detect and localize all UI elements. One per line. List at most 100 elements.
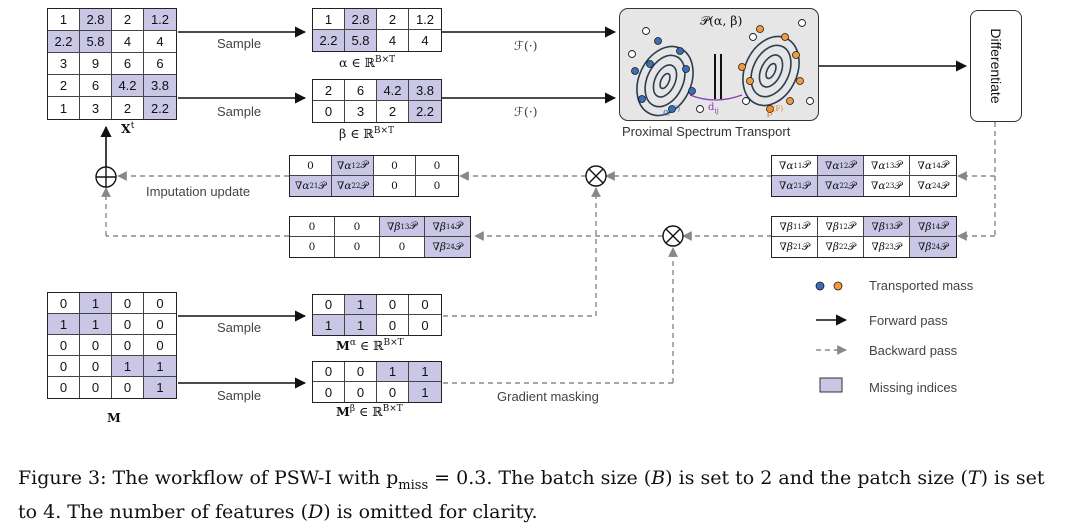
matrix-cell: 1 [313,9,345,30]
legend-icons [815,281,848,393]
legend-forward-pass: Forward pass [869,313,948,328]
matrix-cell: 0 [374,176,416,196]
matrix-cell: 3.8 [144,75,176,97]
matrix-cell: 2.2 [409,101,441,122]
matrix-cell: 3 [80,97,112,119]
legend-backward-pass: Backward pass [869,343,958,358]
pst-caption: Proximal Spectrum Transport [622,124,791,139]
dij-label: dij [708,102,719,115]
forward-arrows [100,26,968,389]
plus-node-icon [95,166,117,188]
matrix-cell: 0 [335,237,380,257]
matrix-cell: 0 [313,362,345,382]
imputation-update-label: Imputation update [146,184,251,199]
figure-caption: Figure 3: The workflow of PSW-I with pmi… [18,467,1045,523]
matrix-cell: 0 [144,335,176,356]
matrix-cell: 1 [313,315,345,335]
matrix-cell: 6 [80,75,112,97]
matrix-cell: 2 [48,75,80,97]
matrix-cell: 1.2 [144,9,176,31]
matrix-cell: 0 [48,335,80,356]
matrix-cell: 9 [80,53,112,75]
multiply-node-icon [585,165,607,187]
matrix-cell: 0 [144,293,176,314]
proximal-spectrum-transport-panel: 𝒫(α, β) α(F) dij β(F) [619,8,819,121]
matrix-cell: 2 [313,80,345,101]
matrix-cell: 1 [80,314,112,335]
differentiate-label: Differentiate [988,28,1004,104]
matrix-cell: 0 [80,335,112,356]
missing-swatch-icon [819,377,843,393]
matrix-cell: 4.2 [377,80,409,101]
matrix-cell: 1 [345,315,377,335]
matrix-cell: 0 [335,217,380,237]
legend-transported-mass: Transported mass [869,278,974,293]
matrix-cell: 0 [112,335,144,356]
matrix-cell: 5.8 [345,30,377,51]
matrix-cell: 3 [48,53,80,75]
matrix-cell: 0 [290,217,335,237]
matrix-cell: 0 [313,101,345,122]
matrix-cell: 6 [345,80,377,101]
matrix-cell: 1 [48,97,80,119]
matrix-cell: 4 [112,31,144,53]
matrix-cell: 0 [377,295,409,315]
f-label: ℱ(·) [514,38,538,53]
matrix-cell: 0 [345,362,377,382]
matrix-cell: 0 [416,156,458,176]
matrix-cell: 3.8 [409,80,441,101]
matrix-cell: 1 [48,314,80,335]
matrix-cell: 2.8 [345,9,377,30]
matrix-cell: 1 [345,295,377,315]
matrix-cell: 0 [290,156,332,176]
transport-distributions-icon [628,19,814,117]
matrix-cell: 2.2 [313,30,345,51]
matrix-cell: 1.2 [409,9,441,30]
sample-label: Sample [217,104,262,119]
matrix-cell: 0 [80,356,112,377]
legend-missing-indices: Missing indices [869,380,958,395]
m-label: M [107,410,121,425]
matrix-cell: 2 [112,9,144,31]
matrix-cell: 4.2 [112,75,144,97]
sample-label: Sample [217,36,262,51]
matrix-cell: 1 [144,356,176,377]
gradient-masking-label: Gradient masking [497,389,599,404]
m-beta-label: Mβ ∈ ℝB×T [336,404,403,420]
blue-dot-icon [815,281,825,291]
matrix-cell: 0 [313,295,345,315]
matrix-cell: 2.2 [48,31,80,53]
matrix-cell: 0 [48,356,80,377]
matrix-cell: 3 [345,101,377,122]
differentiate-box: Differentiate [970,10,1022,122]
orange-dot-icon [833,281,843,291]
matrix-cell: 2.2 [144,97,176,119]
